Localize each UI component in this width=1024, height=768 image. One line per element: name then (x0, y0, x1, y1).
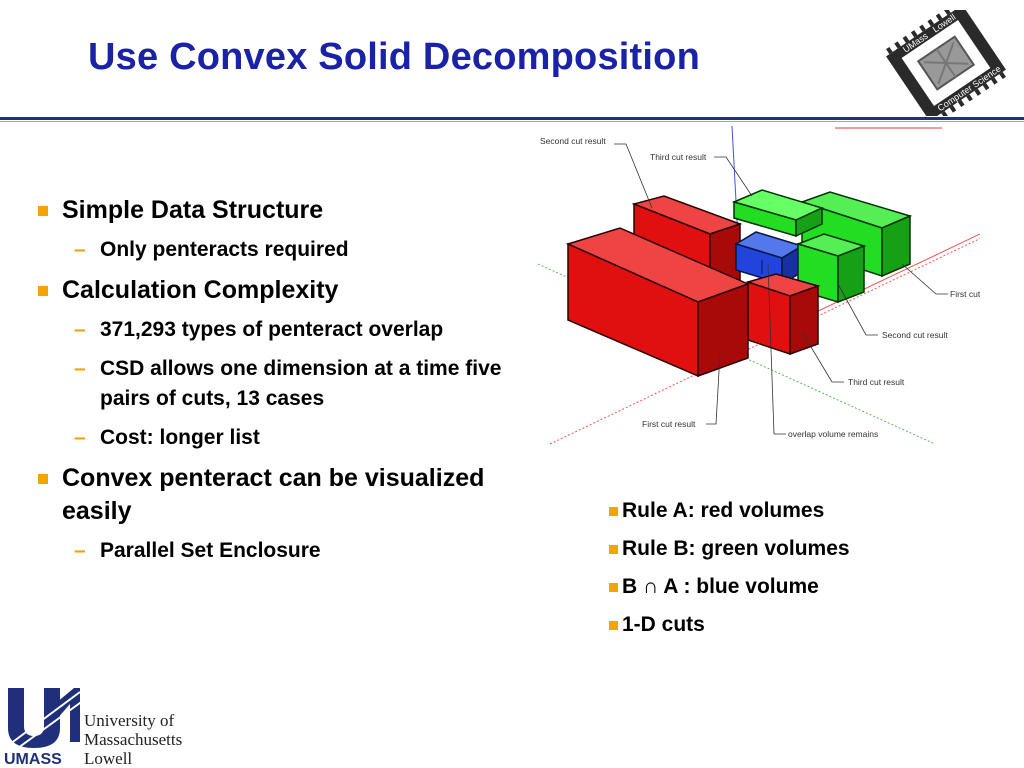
red-box-small (745, 273, 821, 356)
legend-text: 1-D cuts (622, 613, 705, 636)
legend-text: Rule A: red volumes (622, 499, 825, 522)
sub-bullet: – CSD allows one dimension at a time fiv… (36, 354, 540, 414)
legend-text: Rule B: green volumes (622, 537, 850, 560)
bullet-square-icon (609, 621, 618, 630)
bullet-text: Simple Data Structure (62, 196, 324, 224)
bullet-calculation-complexity: Calculation Complexity (36, 274, 556, 307)
title-divider-thin (0, 121, 1024, 122)
bullet-list: Simple Data Structure – Only penteracts … (36, 194, 556, 575)
slide-title: Use Convex Solid Decomposition (88, 36, 700, 78)
label-second-cut-right: Second cut result (882, 330, 948, 340)
dash-icon: – (74, 426, 86, 449)
leader-first-bottom (706, 353, 721, 425)
dash-icon: – (74, 238, 86, 261)
dash-icon: – (74, 318, 86, 341)
um-monogram-icon (8, 688, 85, 749)
bullet-square-icon (609, 507, 618, 516)
sub-bullet-text: Only penteracts required (100, 238, 349, 261)
green-box-front (795, 233, 867, 304)
bullet-text: Calculation Complexity (62, 276, 339, 304)
massachusetts: Massachusetts (84, 730, 182, 749)
title-divider (0, 117, 1024, 120)
bullet-square-icon (609, 545, 618, 554)
bullet-text: Convex penteract can be visualized easil… (62, 464, 485, 525)
bullet-square-icon (38, 286, 48, 296)
umass-short: UMASS (4, 751, 62, 766)
leader-third-right (801, 331, 844, 383)
sub-bullet: – 371,293 types of penteract overlap (36, 315, 556, 345)
label-third-cut-top: Third cut result (650, 152, 707, 162)
label-second-cut-top: Second cut result (540, 136, 606, 146)
red-box-large (565, 227, 751, 378)
label-first-cut-right: First cut result (950, 289, 980, 299)
sub-bullet-text: 371,293 types of penteract overlap (100, 318, 444, 341)
sub-bullet: – Cost: longer list (36, 423, 556, 453)
leader-second-right (837, 283, 878, 336)
lowell: Lowell (84, 749, 132, 766)
legend-rule-a: Rule A: red volumes (608, 492, 850, 530)
cs-chip-logo: UMass Lowell Computer Science (886, 10, 1006, 116)
leader-second-top (614, 143, 653, 209)
legend-1d-cuts: 1-D cuts (608, 606, 850, 644)
dash-icon: – (74, 539, 86, 562)
label-overlap: overlap volume remains (788, 429, 878, 439)
umass-lowell-logo: UMASS University of Massachusetts Lowell (4, 688, 182, 766)
legend-intersection: B ∩ A : blue volume (608, 568, 850, 606)
sub-bullet-text: CSD allows one dimension at a time five … (100, 357, 502, 410)
sub-bullet: – Parallel Set Enclosure (36, 536, 556, 566)
bullet-square-icon (609, 583, 618, 592)
green-box-top (731, 189, 825, 238)
label-first-cut-bottom: First cut result (642, 419, 696, 429)
sub-bullet-text: Parallel Set Enclosure (100, 539, 321, 562)
legend-list: Rule A: red volumes Rule B: green volume… (608, 492, 850, 644)
sub-bullet-text: Cost: longer list (100, 426, 260, 449)
bullet-convex-penteract: Convex penteract can be visualized easil… (36, 462, 552, 528)
dash-icon: – (74, 357, 86, 380)
leader-first-right (901, 263, 948, 295)
leader-overlap (767, 263, 786, 435)
university-of: University of (84, 711, 175, 730)
blue-box (734, 231, 804, 286)
legend-text: B ∩ A : blue volume (622, 575, 819, 598)
sub-bullet: – Only penteracts required (36, 235, 556, 265)
bullet-square-icon (38, 474, 48, 484)
leader-third-top (714, 156, 753, 197)
bullet-simple-data-structure: Simple Data Structure (36, 194, 556, 227)
label-third-cut-right: Third cut result (848, 377, 905, 387)
legend-rule-b: Rule B: green volumes (608, 530, 850, 568)
bullet-square-icon (38, 206, 48, 216)
csd-3d-figure: Second cut result Third cut result First… (537, 125, 980, 445)
